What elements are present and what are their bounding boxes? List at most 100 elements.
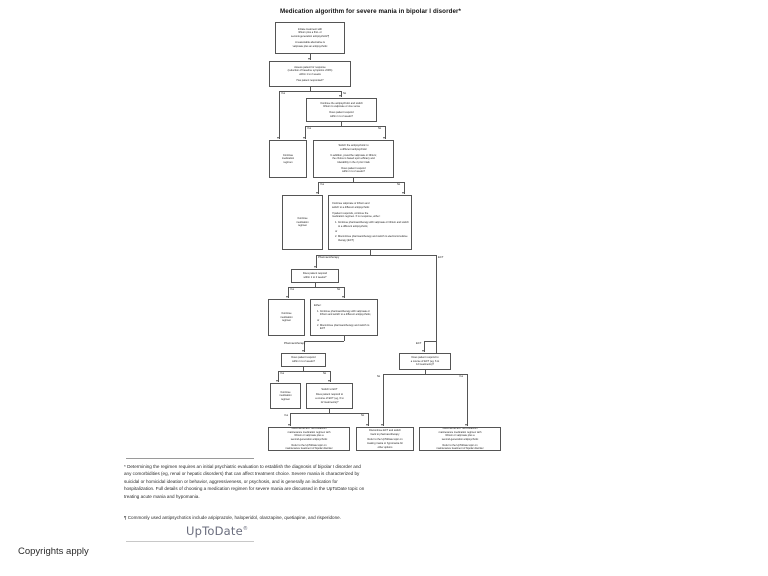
branch-label-no: No: [397, 183, 401, 186]
branch-label-no: No: [361, 414, 365, 417]
node-outleft-line3: lithium or valproate plus a: [294, 434, 324, 438]
node-continue5-line3: regimen: [280, 397, 291, 401]
node-continue2-line3: regimen: [283, 160, 293, 164]
node-either-header: Either:: [314, 303, 322, 307]
connector-arrow: [402, 192, 405, 194]
node-continue-valproate-switch-antipsychotic: Continue valproate or lithium and switch…: [328, 195, 412, 250]
logo-divider: [126, 541, 254, 542]
node-assess2-q2: within 1 to 2 weeks?: [303, 276, 327, 279]
connector: [303, 367, 304, 371]
connector: [290, 413, 368, 414]
node-either-conj: or: [317, 318, 320, 322]
connector: [279, 91, 341, 92]
connector-arrow: [303, 137, 306, 139]
node-switch3-conj: or: [335, 230, 338, 234]
connector: [344, 336, 345, 341]
node-outleft-line5: Refer to the UpToDate topic on: [291, 443, 327, 447]
connector: [424, 341, 436, 342]
connector-arrow: [328, 380, 331, 382]
node-switch2-q2: within 1 to 2 weeks?: [342, 170, 365, 174]
connector-arrow: [383, 137, 386, 139]
node-assess-response-1: Assess patient for response (reduction o…: [269, 61, 351, 87]
connector-arrow: [314, 266, 317, 268]
branch-label-yes: Yes: [281, 92, 286, 95]
connector-yes-branch: [305, 126, 306, 139]
node-assessect-q2: a course of ECT (eg, 6 to: [410, 359, 440, 363]
connector: [341, 122, 342, 126]
connector-no-branch: [385, 126, 386, 139]
node-outleft-line2: maintenance medication regimen with: [287, 430, 331, 434]
node-switch3-item1: 1. Continue pharmacotherapy with valproa…: [335, 221, 409, 228]
node-initiate-line1: Initiate treatment with: [297, 27, 323, 31]
connector-arrow: [276, 380, 279, 382]
node-switch1-line1: Continue the antipsychotic and switch: [320, 101, 363, 105]
node-switch1-q1: Does patient respond: [329, 111, 354, 115]
connector-no-branch: [404, 182, 405, 194]
node-outcome-maintenance-left: Discontinue ECT and establish maintenanc…: [268, 427, 350, 451]
connector-arrow: [316, 192, 319, 194]
connector-arrow: [339, 95, 342, 97]
connector-no-branch: [341, 91, 342, 97]
connector-arrow: [302, 350, 305, 352]
node-initiate-line3: second-generation antipsychotic¶: [291, 35, 329, 39]
node-switch3-line4: medication regimen. If no response, eith…: [332, 215, 381, 219]
node-switch2-line2: a different antipsychotic: [340, 147, 367, 151]
connector-ect-2: [424, 341, 425, 352]
branch-label-yes: Yes: [307, 127, 312, 130]
node-assess3-q2: within 1 to 2 weeks?: [292, 360, 315, 363]
connector-arrow: [277, 137, 280, 139]
node-outright-line6: maintenance treatment of bipolar disorde…: [436, 447, 484, 451]
node-outleft-line4: second-generation antipsychotic: [290, 437, 328, 441]
connector: [315, 283, 316, 287]
node-continue2-line1: Continue: [282, 153, 294, 157]
branch-label-yes: Yes: [284, 414, 289, 417]
node-initiate-treatment: Initiate treatment with lithium plus a f…: [275, 22, 345, 54]
node-outleft-line6: maintenance treatment of bipolar disorde…: [285, 447, 333, 451]
connector-ect: [436, 255, 437, 355]
node-switch2-line4: the choice is based upon efficacy and: [332, 157, 375, 161]
connector-arrow: [422, 350, 425, 352]
connector: [305, 126, 385, 127]
node-assess1-line3: within 1 to 2 weeks: [299, 72, 321, 76]
node-outcome-maintenance-right: Discontinue ECT and establish maintenanc…: [419, 427, 501, 451]
connector: [383, 374, 467, 375]
node-assess1-line1: Assess patient for response: [294, 65, 326, 69]
node-outmid-line1: Discontinue ECT and switch: [369, 428, 401, 432]
connector-arrow: [342, 296, 345, 298]
node-switch2-line5: tolerability in the 2 prior trials: [337, 160, 370, 164]
connector-yes-branch: [290, 413, 291, 426]
footnote-asterisk: * Determining the regimen requires an in…: [124, 464, 365, 499]
connector-arrow: [286, 296, 289, 298]
node-initiate-line5: valproate plus an antipsychotic: [292, 44, 328, 48]
node-initiate-line4: A reasonable alternative is: [295, 40, 325, 44]
node-assess3-q1: Does patient respond: [291, 356, 316, 360]
connector: [310, 54, 311, 60]
node-continue3-line3: regimen: [297, 224, 308, 228]
node-outmid-line2: back to pharmacotherapy: [370, 432, 400, 436]
node-outmid-line4: treating mania or hypomania for: [367, 441, 403, 445]
branch-label-yes: Yes: [290, 288, 295, 291]
node-continue2-line2: medication: [281, 157, 295, 161]
branch-label-no: No: [377, 375, 381, 378]
connector-arrow: [465, 424, 468, 426]
node-outright-line5: Refer to the UpToDate topic on: [442, 443, 478, 447]
connector-arrow: [381, 424, 384, 426]
copyright-notice: Copyrights apply: [18, 546, 89, 557]
node-outleft-line1: Discontinue ECT and establish: [291, 427, 327, 431]
connector-pharmacotherapy-2: [304, 341, 305, 352]
connector-yes-branch: [467, 374, 468, 426]
node-outmid-line5: other options: [377, 445, 393, 449]
node-assess-ect-response: Does patient respond to a course of ECT …: [399, 353, 451, 370]
node-continue4-line1: Continue: [281, 312, 292, 316]
node-continue5-line1: Continue: [280, 390, 291, 394]
connector: [329, 409, 330, 413]
node-switchect-q1: Does patient respond to: [315, 393, 344, 397]
connector-yes-branch: [278, 371, 279, 382]
connector: [278, 371, 330, 372]
node-assess2-q1: Does patient respond: [302, 272, 328, 276]
node-switch3-item2: 2. Discontinue pharmacotherapy and switc…: [335, 235, 408, 242]
uptodate-logo-text: UpToDate: [186, 524, 243, 538]
node-switch3-line1: Continue valproate or lithium and: [332, 202, 370, 206]
path-label-pharmacotherapy: Pharmacotherapy: [318, 256, 340, 259]
node-outright-line1: Discontinue ECT and establish: [442, 427, 478, 431]
